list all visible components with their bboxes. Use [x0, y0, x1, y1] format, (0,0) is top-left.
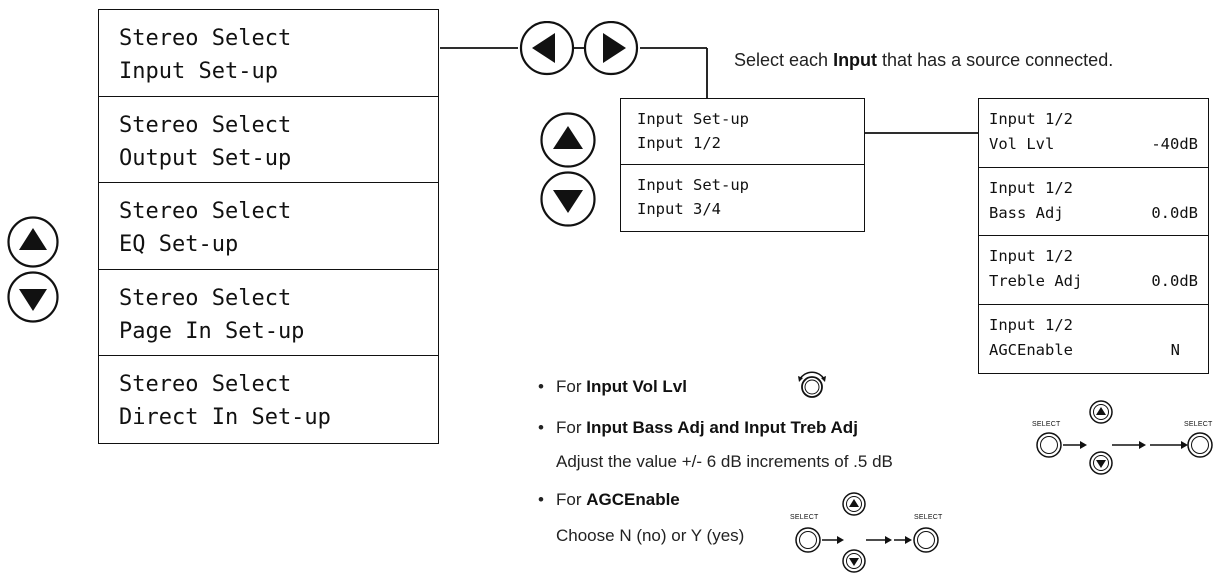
down-arrow-button-icon[interactable] — [539, 170, 597, 228]
menu-line-2: Page In Set-up — [119, 318, 305, 344]
detail-value: 0.0dB — [1151, 203, 1198, 222]
note-agc: For AGCEnable — [556, 490, 680, 510]
input-menu-item-3-4[interactable]: Input Set-up Input 3/4 — [621, 165, 864, 231]
menu-line-1: Stereo Select — [119, 372, 292, 398]
menu-line-1: Stereo Select — [119, 112, 292, 138]
note-agc-detail: Choose N (no) or Y (yes) — [556, 526, 745, 545]
main-menu-item-direct-in-setup[interactable]: Stereo Select Direct In Set-up — [99, 356, 438, 443]
bullet: • — [538, 490, 544, 509]
down-arrow-button-icon[interactable] — [1089, 451, 1113, 475]
note-bass-treb: For Input Bass Adj and Input Treb Adj — [556, 418, 858, 438]
detail-label: AGCEnable — [989, 340, 1073, 359]
detail-label: Treble Adj — [989, 272, 1083, 290]
note-pre: For — [556, 490, 587, 509]
instruction-bold: Input — [833, 50, 878, 70]
menu-line-1: Stereo Select — [119, 285, 292, 311]
select-sequence-agc: SELECT SELECT — [790, 490, 980, 575]
instruction-post: that has a source connected. — [877, 50, 1114, 70]
down-arrow-button-icon[interactable] — [6, 270, 60, 324]
detail-item-bass-adj[interactable]: Input 1/2 Bass Adj 0.0dB — [979, 168, 1208, 236]
menu-line-1: Input Set-up — [637, 175, 749, 194]
right-arrow-button-icon[interactable] — [583, 21, 639, 76]
menu-line-2: Direct In Set-up — [119, 405, 331, 431]
left-right-buttons — [519, 21, 639, 76]
detail-value: N — [1170, 340, 1180, 359]
note-pre: For — [556, 418, 587, 437]
main-menu-item-input-setup[interactable]: Stereo Select Input Set-up — [99, 10, 438, 97]
detail-line-1: Input 1/2 — [989, 178, 1073, 197]
note-bass-detail: Adjust the value +/- 6 dB increments of … — [556, 452, 893, 471]
select-sequence-bass: SELECT SELECT — [1032, 400, 1218, 478]
note-bold: AGCEnable — [586, 490, 680, 509]
main-menu-item-eq-setup[interactable]: Stereo Select EQ Set-up — [99, 183, 438, 270]
detail-item-agc-enable[interactable]: Input 1/2 AGCEnable N — [979, 305, 1208, 374]
main-menu-item-output-setup[interactable]: Stereo Select Output Set-up — [99, 97, 438, 184]
select-arrows-graphic — [1036, 400, 1213, 475]
up-arrow-button-icon[interactable] — [842, 492, 866, 516]
detail-item-treble-adj[interactable]: Input 1/2 Treble Adj 0.0dB — [979, 236, 1208, 305]
select-button-icon[interactable] — [1187, 432, 1213, 458]
detail-line-1: Input 1/2 — [989, 247, 1073, 265]
detail-label: Vol Lvl — [989, 135, 1055, 153]
menu-line-1: Stereo Select — [119, 26, 292, 51]
detail-item-vol-lvl[interactable]: Input 1/2 Vol Lvl -40dB — [979, 99, 1208, 168]
input-detail-menu: Input 1/2 Vol Lvl -40dB Input 1/2 Bass A… — [978, 98, 1209, 374]
menu-line-2: Input 3/4 — [637, 199, 721, 218]
down-arrow-button-icon[interactable] — [842, 549, 866, 573]
detail-line-1: Input 1/2 — [989, 315, 1073, 334]
select-button-icon[interactable] — [1036, 432, 1062, 458]
note-pre: For — [556, 377, 587, 396]
menu-line-1: Stereo Select — [119, 199, 292, 225]
main-menu-item-page-in-setup[interactable]: Stereo Select Page In Set-up — [99, 270, 438, 357]
rotary-knob-icon[interactable] — [795, 368, 831, 404]
menu-line-2: Input 1/2 — [637, 134, 721, 152]
main-menu: Stereo Select Input Set-up Stereo Select… — [98, 9, 439, 444]
menu-line-1: Input Set-up — [637, 110, 749, 128]
up-arrow-button-icon[interactable] — [6, 215, 60, 269]
detail-value: 0.0dB — [1151, 272, 1198, 290]
instruction-pre: Select each — [734, 50, 834, 70]
instruction-text: Select each Input that has a source conn… — [734, 50, 1113, 71]
up-arrow-button-icon[interactable] — [1089, 400, 1113, 424]
input-menu-item-1-2[interactable]: Input Set-up Input 1/2 — [621, 99, 864, 165]
bullet: • — [538, 377, 544, 396]
detail-label: Bass Adj — [989, 203, 1064, 222]
select-label: SELECT — [914, 514, 943, 521]
note-vol-lvl: For Input Vol Lvl — [556, 377, 687, 397]
menu-line-2: Input Set-up — [119, 59, 278, 84]
detail-line-1: Input 1/2 — [989, 110, 1073, 128]
input-setup-menu: Input Set-up Input 1/2 Input Set-up Inpu… — [620, 98, 865, 232]
up-arrow-button-icon[interactable] — [539, 111, 597, 169]
menu-line-2: EQ Set-up — [119, 232, 239, 258]
select-arrows-graphic — [795, 492, 939, 573]
detail-value: -40dB — [1151, 135, 1198, 153]
select-label: SELECT — [1032, 421, 1061, 428]
note-bold: Input Bass Adj and Input Treb Adj — [586, 418, 858, 437]
select-button-icon[interactable] — [913, 527, 939, 553]
menu-line-2: Output Set-up — [119, 145, 292, 171]
select-label: SELECT — [1184, 421, 1213, 428]
select-button-icon[interactable] — [795, 527, 821, 553]
left-arrow-button-icon[interactable] — [519, 21, 575, 76]
note-bold: Input Vol Lvl — [586, 377, 687, 396]
bullet: • — [538, 418, 544, 437]
select-label: SELECT — [790, 514, 819, 521]
